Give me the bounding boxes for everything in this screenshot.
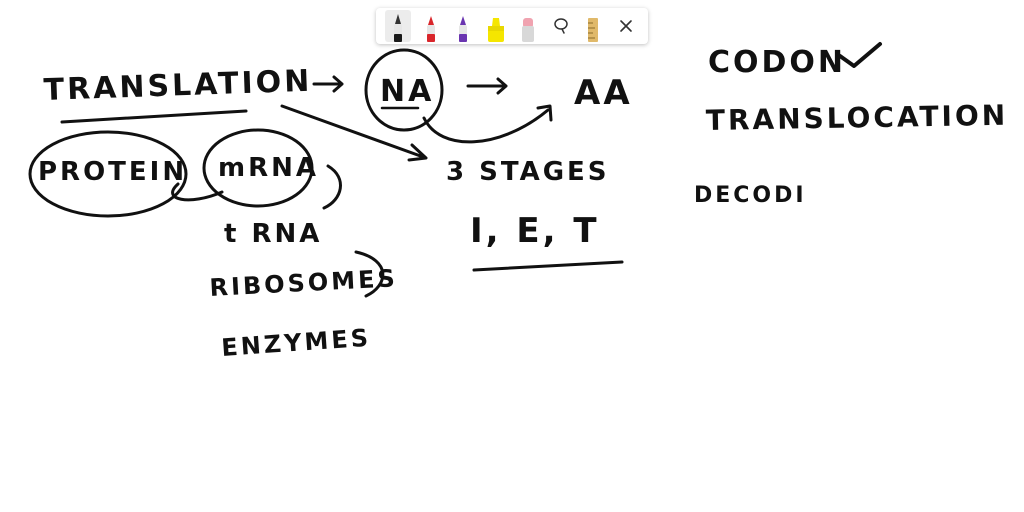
note-codon: CODON: [708, 45, 846, 80]
arrow-to-stages: [280, 104, 428, 162]
mrna-circle: [202, 128, 314, 208]
note-enzymes: ENZYMES: [220, 324, 371, 362]
protein-mrna-link: [171, 182, 224, 202]
translation-underline: [60, 109, 248, 124]
note-trna: t RNA: [224, 219, 322, 249]
close-icon: [619, 20, 632, 32]
highlighter-tool[interactable]: [483, 10, 509, 42]
note-ribosomes: RIBOSOMES: [209, 264, 399, 302]
eraser-tool[interactable]: [515, 10, 541, 42]
note-na: NA: [380, 74, 434, 109]
protein-circle: [28, 130, 188, 218]
arrow-na-to-aa: [466, 77, 508, 95]
iet-underline: [472, 260, 624, 272]
eraser-icon: [522, 18, 535, 42]
curved-arrow-na-aa: [422, 108, 550, 144]
note-stages: 3 STAGES: [446, 157, 610, 187]
note-iet: I, E, T: [470, 211, 600, 251]
arrow-to-na: [312, 75, 344, 93]
na-circle: [364, 48, 444, 132]
lasso-icon: [554, 18, 568, 34]
note-decoding: DECODI: [694, 183, 807, 208]
ruler-icon: [588, 18, 599, 42]
ruler-tool[interactable]: [580, 10, 606, 42]
drawing-toolbar: [376, 8, 648, 44]
lasso-tool[interactable]: [548, 10, 574, 42]
note-protein: PROTEIN: [38, 157, 187, 187]
note-translation: TRANSLATION: [43, 64, 313, 108]
purple-pen-icon: [459, 16, 468, 42]
note-aa: AA: [574, 73, 633, 113]
red-pen-icon: [426, 16, 435, 42]
red-pen-tool[interactable]: [418, 10, 444, 42]
highlighter-icon: [487, 18, 504, 42]
note-translocation: TRANSLOCATION: [706, 99, 1009, 137]
purple-pen-tool[interactable]: [450, 10, 476, 42]
close-tool[interactable]: [613, 10, 639, 42]
bracket-ribosomes: [354, 250, 385, 298]
bracket-mrna: [322, 164, 342, 210]
black-pen-tool[interactable]: [385, 10, 412, 42]
note-mrna: mRNA: [218, 153, 319, 183]
codon-checkmark: [838, 42, 882, 68]
curved-arrow-head: [536, 104, 553, 122]
black-pen-icon: [394, 14, 403, 42]
